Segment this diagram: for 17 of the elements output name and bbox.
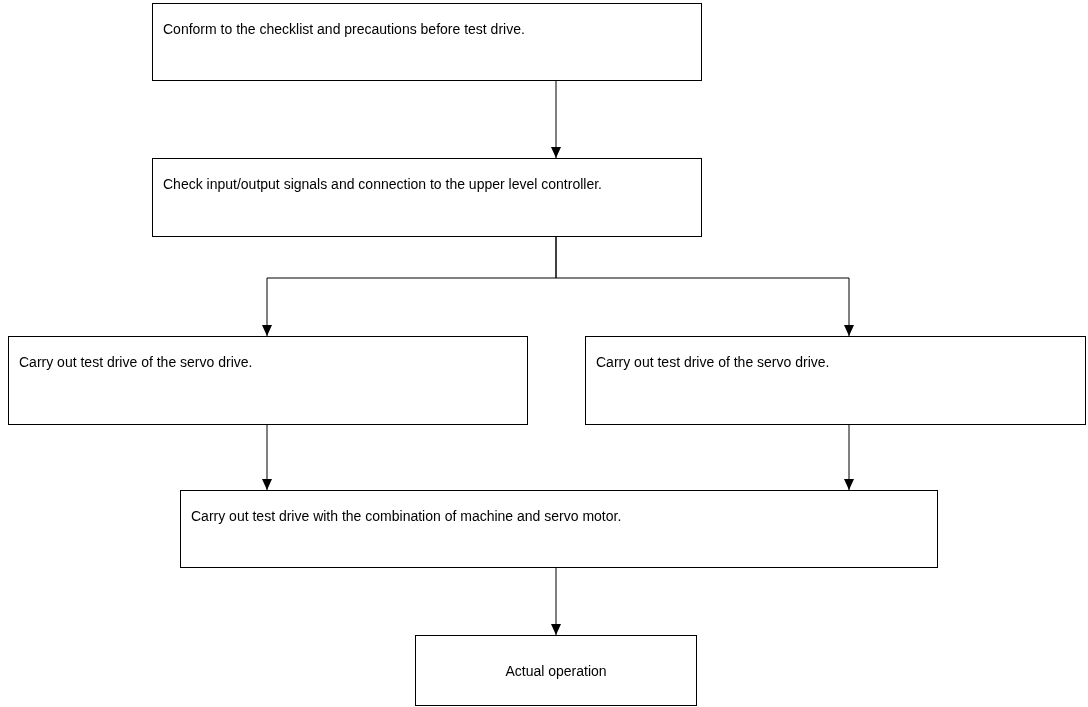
arrow [551,80,561,159]
arrow [555,236,854,337]
arrow [551,567,561,636]
box-text: Carry out test drive of the servo drive. [19,353,253,372]
process-box [180,490,938,568]
process-box [8,336,528,425]
box-text: Conform to the checklist and precautions before test drive. [163,20,525,39]
arrow [262,424,272,491]
box-text: Carry out test drive of the servo drive. [596,353,830,372]
process-box [152,158,702,237]
process-box [585,336,1086,425]
box-text: Check input/output signals and connection to the upper level controller. [163,175,602,194]
process-box [152,3,702,81]
box-text: Carry out test drive with the combination of machine and servo motor. [191,507,622,526]
process-box [415,635,697,706]
arrow [844,424,854,491]
box-text: Actual operation [505,661,607,681]
